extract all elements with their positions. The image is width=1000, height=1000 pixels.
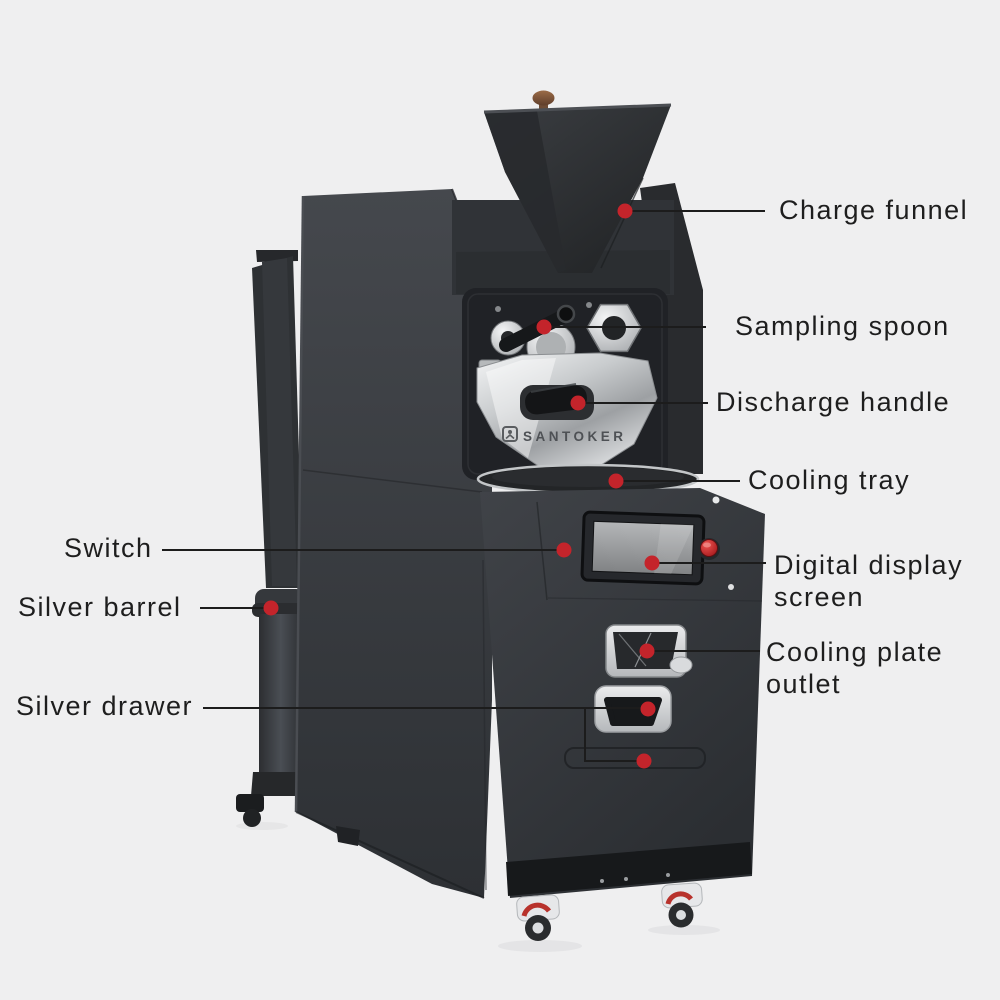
leader-silver-drawer-elbow [584, 708, 637, 762]
label-silver-drawer: Silver drawer [16, 691, 194, 721]
caster-front-left [516, 894, 560, 941]
label-cooling-plate-outlet: Cooling plate outlet [766, 637, 944, 699]
label-digital-display-screen: Digital display screen [774, 550, 964, 612]
callout-dots [263, 203, 660, 769]
cyclone-chute [252, 250, 303, 588]
logo-text: SANTOKER [523, 429, 627, 444]
display-part [580, 510, 706, 586]
dot-charge-funnel [617, 203, 633, 219]
dot-display [644, 555, 660, 571]
ground-shadows [236, 822, 720, 952]
funnel-knob [532, 90, 555, 106]
dot-silver-barrel [263, 600, 279, 616]
drawer-groove [564, 747, 706, 769]
label-silver-barrel: Silver barrel [18, 592, 182, 622]
santoker-logo: SANTOKER [502, 426, 627, 444]
caster-front-right [661, 882, 703, 928]
dot-silver-drawer-lower [636, 753, 652, 769]
dot-switch [556, 542, 572, 558]
roaster-tower [294, 188, 493, 899]
discharge-handle-part [520, 383, 594, 420]
machine-illustration: SANTOKER [236, 90, 765, 941]
estop-button [698, 538, 720, 560]
label-cooling-tray: Cooling tray [748, 465, 911, 495]
label-switch: Switch [64, 533, 153, 563]
dot-cooling-tray [608, 473, 624, 489]
label-sampling-spoon: Sampling spoon [735, 311, 950, 341]
label-discharge-handle: Discharge handle [716, 387, 951, 417]
dot-sampling-spoon [536, 319, 552, 335]
santoker-logo-icon [502, 426, 518, 442]
charge-funnel-part [483, 90, 672, 273]
casters [336, 826, 703, 941]
label-charge-funnel: Charge funnel [779, 195, 969, 225]
dot-discharge-handle [570, 395, 586, 411]
dot-cooling-plate-outlet [639, 643, 655, 659]
callout-leaders [162, 210, 766, 762]
dot-silver-drawer [640, 701, 656, 717]
